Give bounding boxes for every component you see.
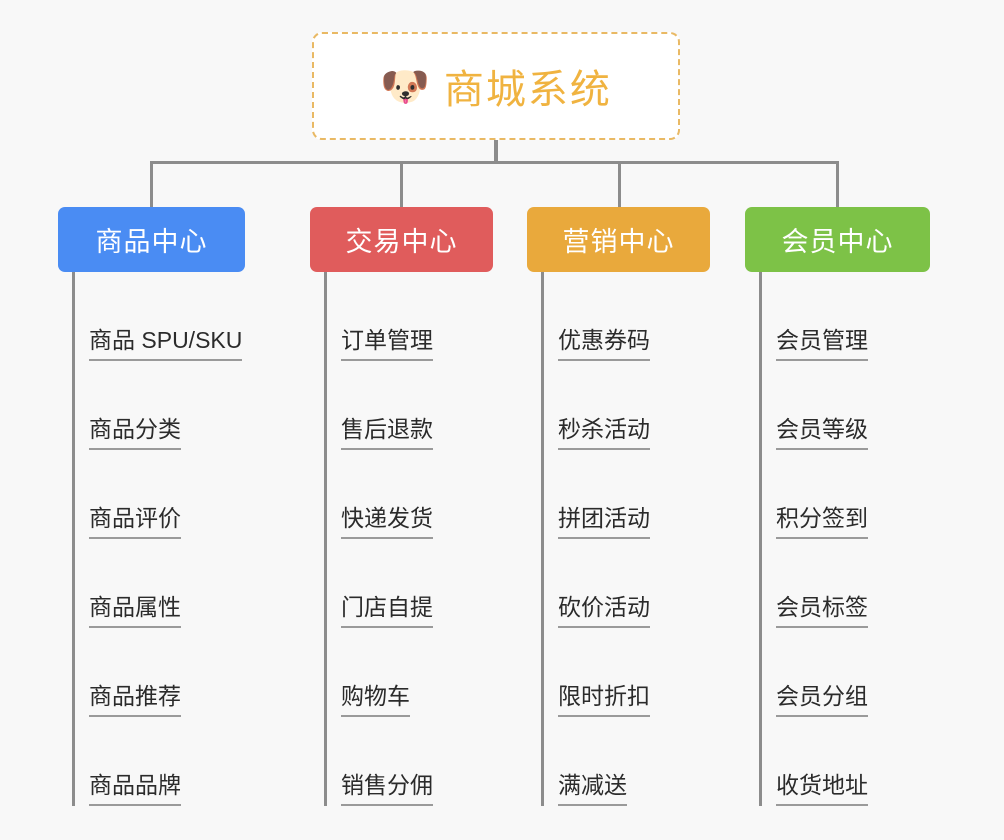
root-title: 商城系统 bbox=[443, 68, 612, 112]
list-item[interactable]: 拼团活动 bbox=[544, 450, 710, 539]
list-item-label: 订单管理 bbox=[341, 327, 433, 361]
connector-drop-product-center bbox=[150, 161, 153, 208]
column-trunk-trade-center bbox=[324, 272, 327, 806]
column-header-label: 交易中心 bbox=[345, 227, 458, 257]
list-item-label: 销售分佣 bbox=[341, 772, 433, 806]
list-item-label: 商品属性 bbox=[89, 594, 181, 628]
connector-drop-member-center bbox=[836, 161, 839, 208]
list-item-label: 会员分组 bbox=[776, 683, 868, 717]
connector-drop-marketing-center bbox=[618, 161, 621, 208]
column-trunk-member-center bbox=[759, 272, 762, 806]
list-item-label: 拼团活动 bbox=[558, 505, 650, 539]
connector-root-stem bbox=[494, 140, 498, 164]
list-item[interactable]: 购物车 bbox=[327, 628, 493, 717]
list-item-label: 积分签到 bbox=[776, 505, 868, 539]
list-item-label: 购物车 bbox=[341, 683, 410, 717]
column-body-marketing-center: 优惠券码 秒杀活动 拼团活动 砍价活动 限时折扣 满减送 bbox=[527, 272, 710, 806]
list-item-label: 满减送 bbox=[558, 772, 627, 806]
list-item-label: 优惠券码 bbox=[558, 327, 650, 361]
list-item[interactable]: 门店自提 bbox=[327, 539, 493, 628]
list-item[interactable]: 满减送 bbox=[544, 717, 710, 806]
list-item[interactable]: 秒杀活动 bbox=[544, 361, 710, 450]
list-item[interactable]: 销售分佣 bbox=[327, 717, 493, 806]
column-product-center: 商品中心 商品 SPU/SKU 商品分类 商品评价 商品属性 商品推荐 商品品牌 bbox=[58, 207, 245, 806]
list-item-label: 门店自提 bbox=[341, 594, 433, 628]
list-item[interactable]: 商品分类 bbox=[75, 361, 245, 450]
list-item[interactable]: 会员分组 bbox=[762, 628, 930, 717]
list-item[interactable]: 商品推荐 bbox=[75, 628, 245, 717]
list-item[interactable]: 砍价活动 bbox=[544, 539, 710, 628]
list-item-label: 商品评价 bbox=[89, 505, 181, 539]
column-header-trade-center[interactable]: 交易中心 bbox=[310, 207, 493, 272]
column-header-marketing-center[interactable]: 营销中心 bbox=[527, 207, 710, 272]
list-item-label: 商品分类 bbox=[89, 416, 181, 450]
column-header-product-center[interactable]: 商品中心 bbox=[58, 207, 245, 272]
list-item[interactable]: 会员等级 bbox=[762, 361, 930, 450]
list-item-label: 商品品牌 bbox=[89, 772, 181, 806]
list-item-label: 收货地址 bbox=[776, 772, 868, 806]
list-item-label: 商品推荐 bbox=[89, 683, 181, 717]
list-item[interactable]: 限时折扣 bbox=[544, 628, 710, 717]
list-item-label: 会员等级 bbox=[776, 416, 868, 450]
list-item[interactable]: 商品评价 bbox=[75, 450, 245, 539]
list-item[interactable]: 快递发货 bbox=[327, 450, 493, 539]
list-item[interactable]: 收货地址 bbox=[762, 717, 930, 806]
list-item[interactable]: 商品 SPU/SKU bbox=[75, 272, 245, 361]
list-item[interactable]: 商品品牌 bbox=[75, 717, 245, 806]
column-body-member-center: 会员管理 会员等级 积分签到 会员标签 会员分组 收货地址 bbox=[745, 272, 930, 806]
column-header-label: 会员中心 bbox=[781, 227, 894, 257]
list-item[interactable]: 商品属性 bbox=[75, 539, 245, 628]
list-item[interactable]: 售后退款 bbox=[327, 361, 493, 450]
column-header-label: 商品中心 bbox=[95, 227, 208, 257]
connector-drop-trade-center bbox=[400, 161, 403, 208]
list-item-label: 会员标签 bbox=[776, 594, 868, 628]
list-item-label: 快递发货 bbox=[341, 505, 433, 539]
list-item-label: 商品 SPU/SKU bbox=[89, 327, 243, 361]
dog-face-icon: 🐶 bbox=[380, 65, 430, 109]
list-item-label: 砍价活动 bbox=[558, 594, 650, 628]
list-item-label: 售后退款 bbox=[341, 416, 433, 450]
connector-horizontal-bus bbox=[150, 161, 839, 164]
list-item-label: 秒杀活动 bbox=[558, 416, 650, 450]
column-body-product-center: 商品 SPU/SKU 商品分类 商品评价 商品属性 商品推荐 商品品牌 bbox=[58, 272, 245, 806]
list-item[interactable]: 积分签到 bbox=[762, 450, 930, 539]
column-trade-center: 交易中心 订单管理 售后退款 快递发货 门店自提 购物车 销售分佣 bbox=[310, 207, 493, 806]
column-header-label: 营销中心 bbox=[562, 227, 675, 257]
column-header-member-center[interactable]: 会员中心 bbox=[745, 207, 930, 272]
list-item[interactable]: 会员标签 bbox=[762, 539, 930, 628]
list-item[interactable]: 会员管理 bbox=[762, 272, 930, 361]
list-item-label: 限时折扣 bbox=[558, 683, 650, 717]
list-item-label: 会员管理 bbox=[776, 327, 868, 361]
column-member-center: 会员中心 会员管理 会员等级 积分签到 会员标签 会员分组 收货地址 bbox=[745, 207, 930, 806]
column-body-trade-center: 订单管理 售后退款 快递发货 门店自提 购物车 销售分佣 bbox=[310, 272, 493, 806]
column-trunk-product-center bbox=[72, 272, 75, 806]
column-trunk-marketing-center bbox=[541, 272, 544, 806]
list-item[interactable]: 订单管理 bbox=[327, 272, 493, 361]
column-marketing-center: 营销中心 优惠券码 秒杀活动 拼团活动 砍价活动 限时折扣 满减送 bbox=[527, 207, 710, 806]
list-item[interactable]: 优惠券码 bbox=[544, 272, 710, 361]
root-node-shop-system[interactable]: 🐶 商城系统 bbox=[312, 32, 680, 140]
